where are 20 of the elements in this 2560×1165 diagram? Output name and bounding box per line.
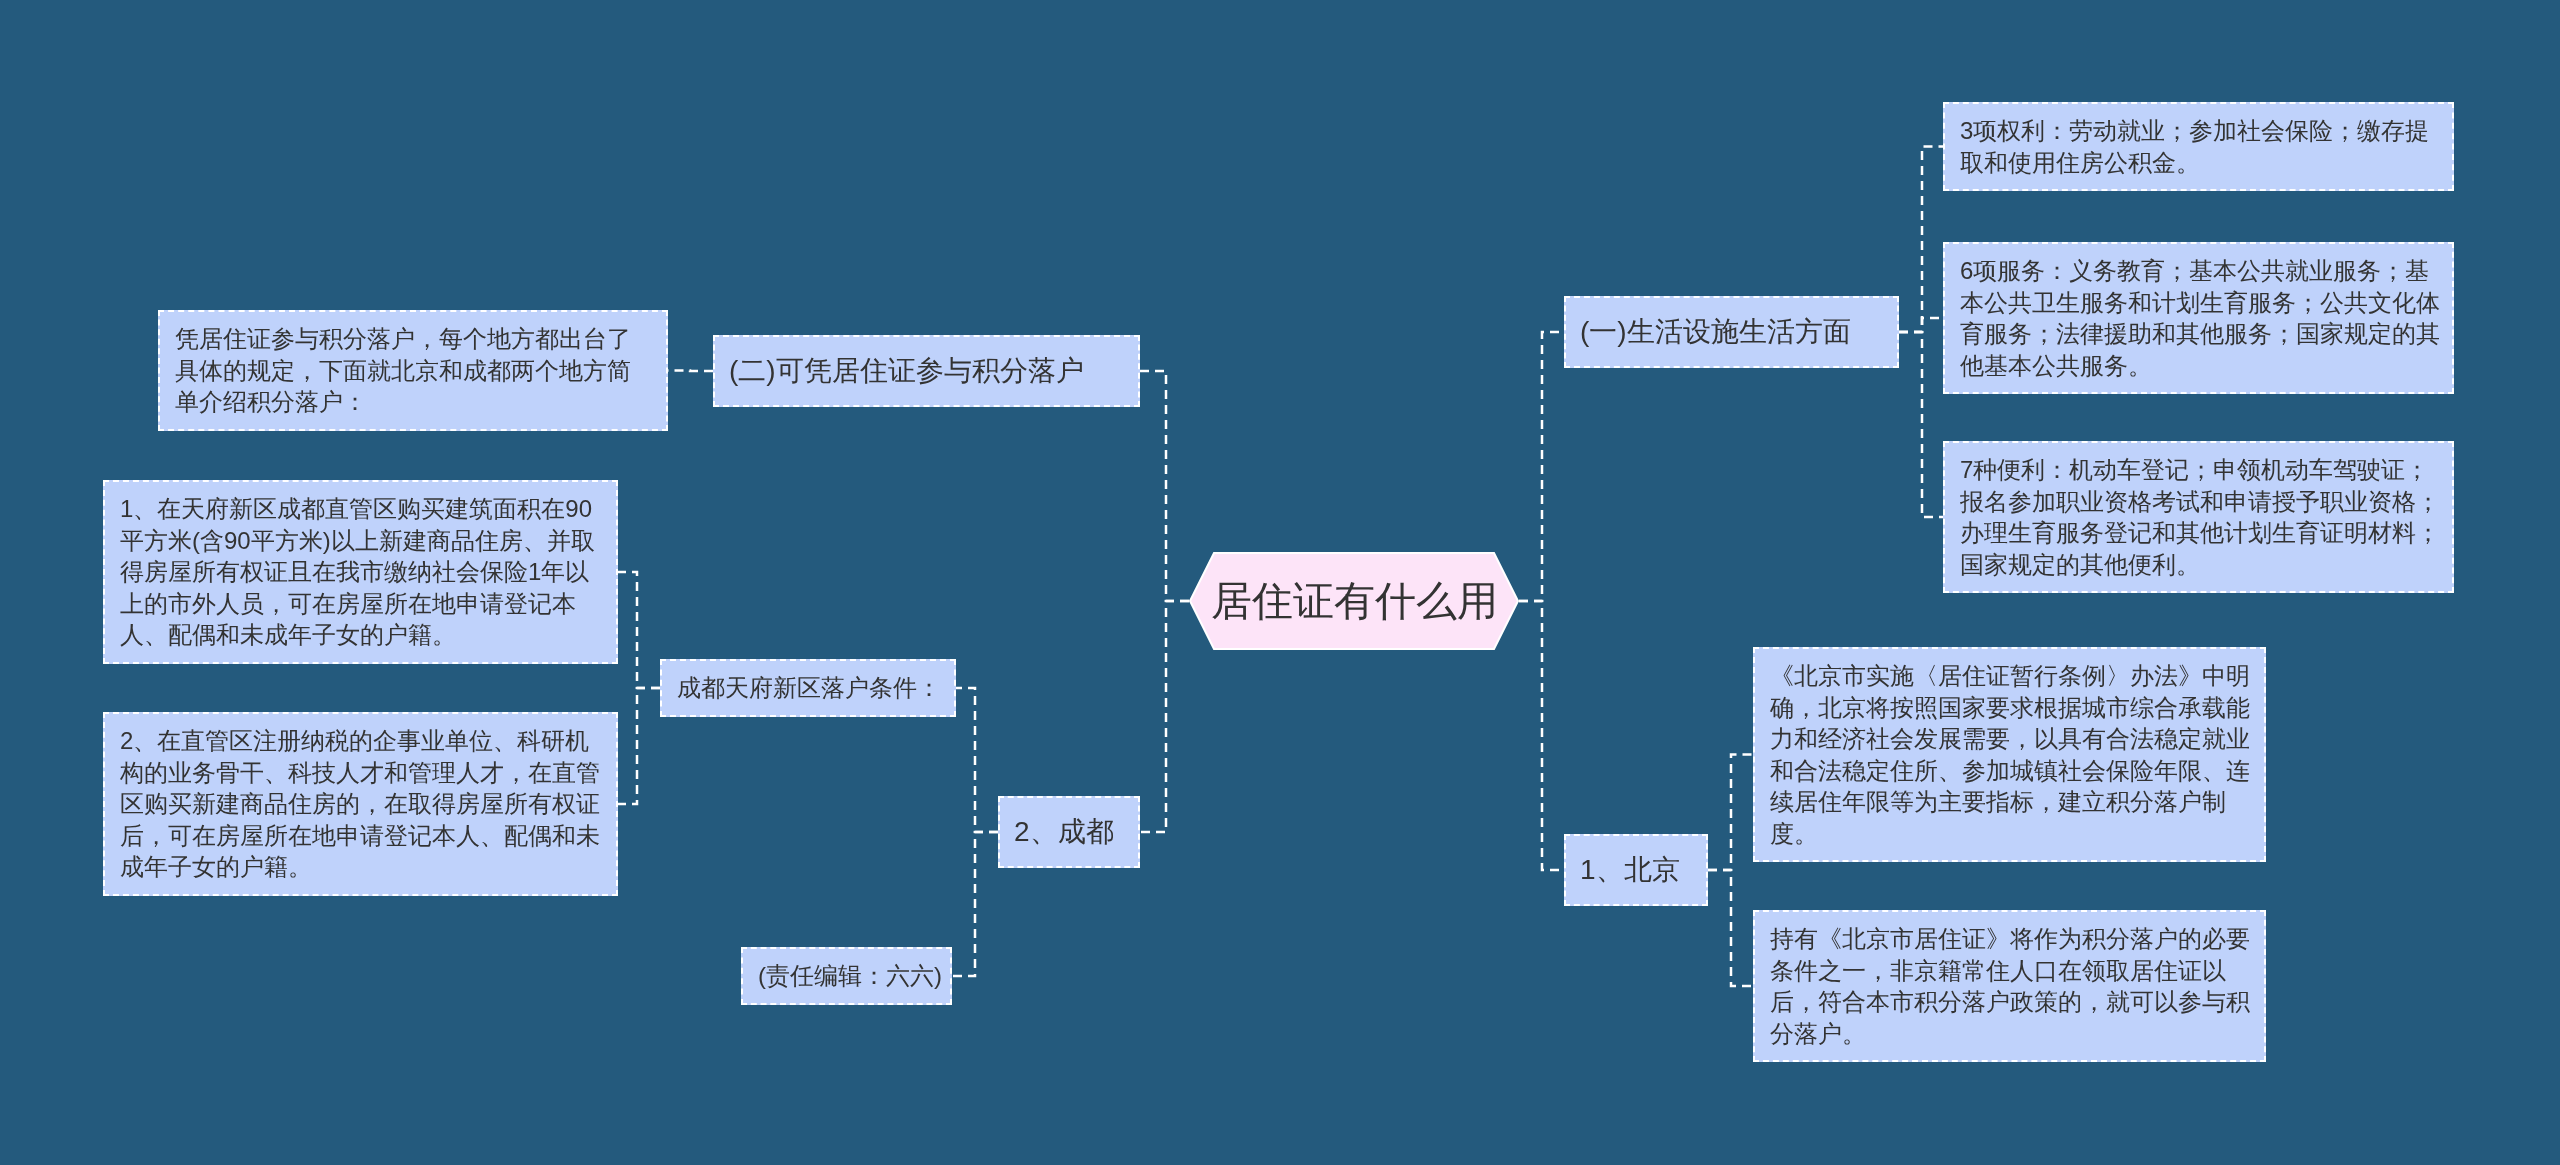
connector-line	[952, 830, 998, 978]
topic-box: (二)可凭居住证参与积分落户	[713, 335, 1140, 407]
connector-line	[1899, 330, 1943, 519]
note-box: 《北京市实施〈居住证暂行条例〉办法》中明确，北京将按照国家要求根据城市综合承载能力和经济社会发展需要，以具有合法稳定就业和合法稳定住所、参加城镇社会保险年限、连续居住年限等为主要指标，建立积分落户制度。	[1753, 647, 2266, 862]
connector-line	[1140, 599, 1189, 834]
topic-hexagon: 居住证有什么用	[1189, 552, 1519, 650]
connector-line	[1708, 868, 1753, 988]
note-box: 成都天府新区落户条件：	[660, 659, 956, 717]
note-box: 3项权利：劳动就业；参加社会保险；缴存提取和使用住房公积金。	[1943, 102, 2454, 191]
note-box: 持有《北京市居住证》将作为积分落户的必要条件之一，非京籍常住人口在领取居住证以后，符合本市积分落户政策的，就可以参与积分落户。	[1753, 910, 2266, 1062]
topic-box: 1、北京	[1564, 834, 1708, 906]
note-box: 2、在直管区注册纳税的企事业单位、科研机构的业务骨干、科技人才和管理人才，在直管区购买新建商品住房的，在取得房屋所有权证后，可在房屋所在地申请登记本人、配偶和未成年子女的户籍。	[103, 712, 618, 896]
connector-line	[618, 686, 660, 806]
note-box: (责任编辑：六六)	[741, 947, 952, 1005]
note-box: 凭居住证参与积分落户，每个地方都出台了具体的规定，下面就北京和成都两个地方简单介绍积分落户：	[158, 310, 668, 431]
note-box: 6项服务：义务教育；基本公共就业服务；基本公共卫生服务和计划生育服务；公共文化体育服务；法律援助和其他服务；国家规定的其他基本公共服务。	[1943, 242, 2454, 394]
note-box: 1、在天府新区成都直管区购买建筑面积在90平方米(含90平方米)以上新建商品住房、并取得房屋所有权证且在我市缴纳社会保险1年以上的市外人员，可在房屋所在地申请登记本人、配偶和未成年子女的户籍。	[103, 480, 618, 664]
topic-box: (一)生活设施生活方面	[1564, 296, 1899, 368]
topic-box: 2、成都	[998, 796, 1140, 868]
note-box: 7种便利：机动车登记；申领机动车驾驶证；报名参加职业资格考试和申请授予职业资格；办理生育服务登记和其他计划生育证明材料；国家规定的其他便利。	[1943, 441, 2454, 593]
